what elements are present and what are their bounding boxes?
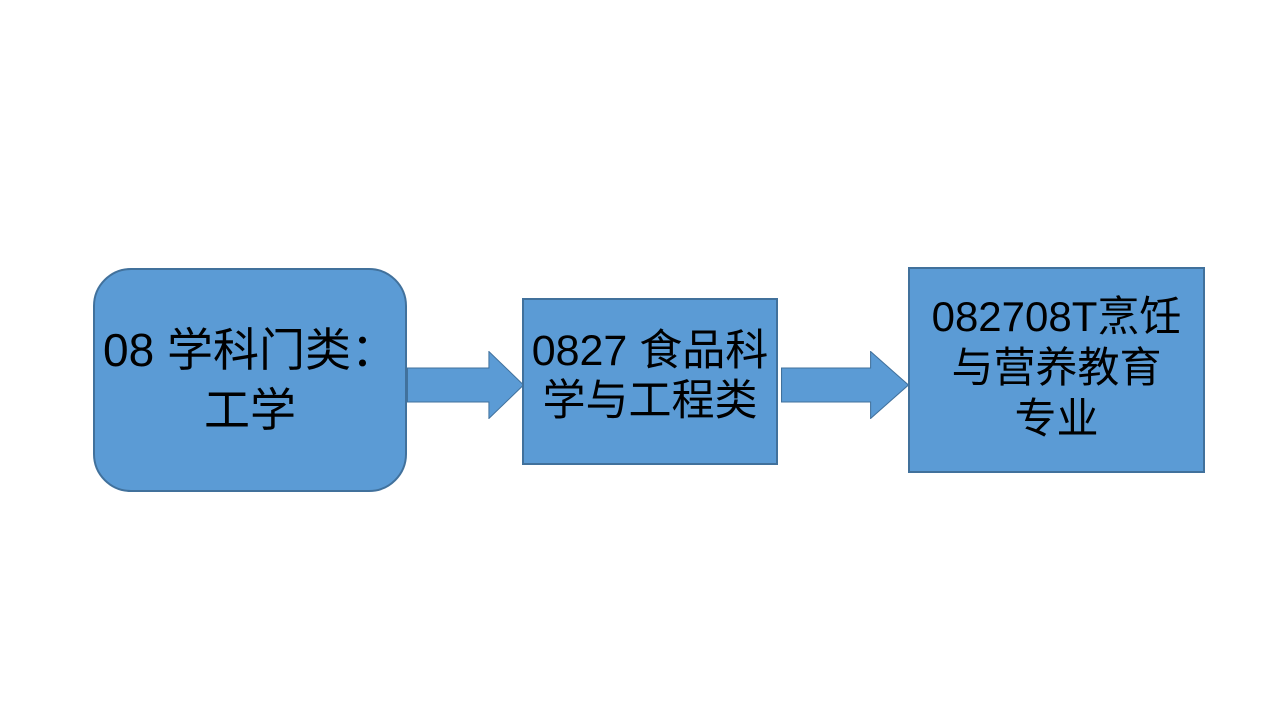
right-arrow-shape bbox=[781, 351, 909, 419]
flow-node-discipline-class[interactable]: 0827 食品科 学与工程类 bbox=[522, 298, 778, 465]
node-text-line: 与营养教育 bbox=[951, 343, 1162, 391]
node-text-line: 0827 食品科 bbox=[531, 326, 769, 375]
right-arrow-shape bbox=[407, 351, 524, 419]
flow-node-discipline-category[interactable]: 08 学科门类： 工学 bbox=[93, 268, 407, 492]
flow-node-major[interactable]: 082708T烹饪 与营养教育 专业 bbox=[908, 267, 1205, 473]
right-block-arrow-connector-2[interactable] bbox=[781, 351, 909, 419]
node-text-line: 082708T烹饪 bbox=[931, 292, 1182, 340]
node-text-line: 工学 bbox=[204, 384, 296, 436]
node-text-line: 专业 bbox=[1014, 394, 1099, 442]
node-text-line: 08 学科门类： bbox=[103, 324, 397, 376]
right-block-arrow-connector-1[interactable] bbox=[407, 351, 524, 419]
node-text-line: 学与工程类 bbox=[542, 376, 758, 425]
